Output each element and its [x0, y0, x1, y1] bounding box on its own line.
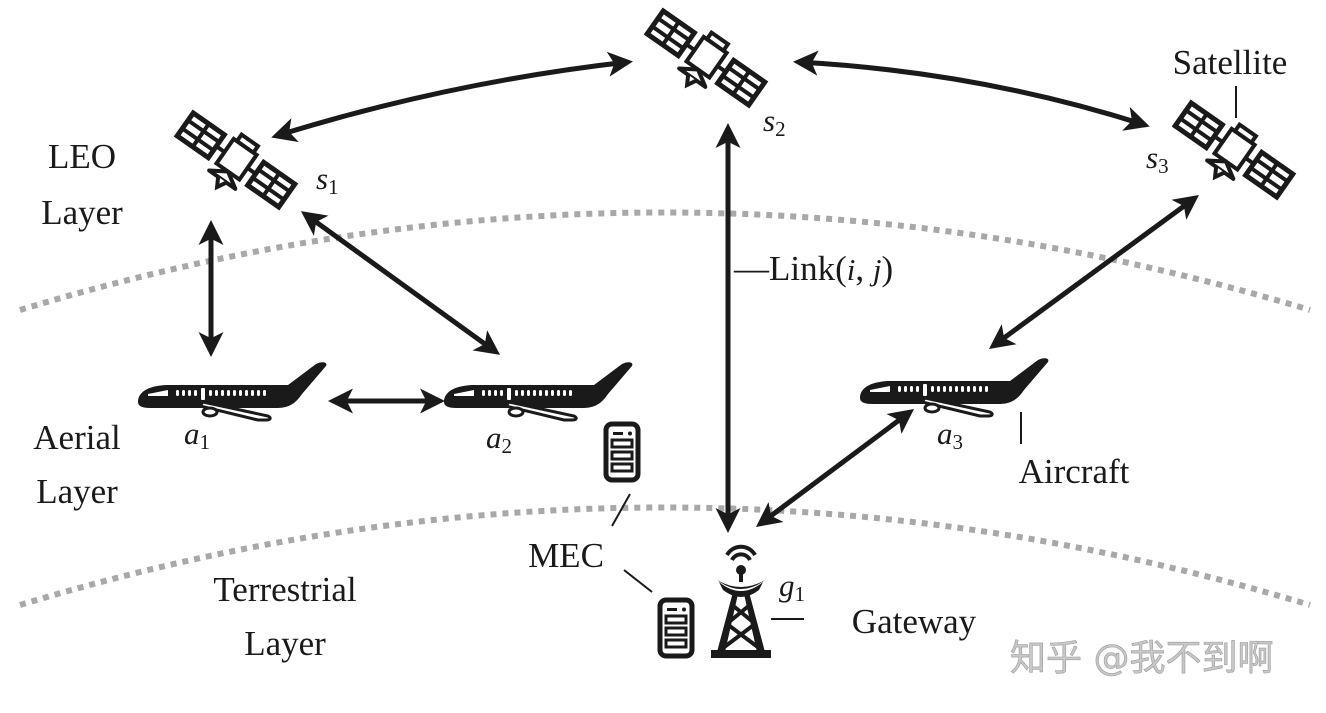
gateway-annotation: Gateway	[852, 602, 977, 641]
airplane-icon	[136, 360, 328, 422]
satellite-icon	[636, 3, 770, 121]
node-label-a3: a3	[937, 416, 963, 454]
watermark: 知乎 @我不到啊	[1010, 638, 1273, 679]
server-icon	[606, 424, 638, 480]
airplane-icon	[858, 356, 1050, 418]
terrestrial-layer-label-line1: Terrestrial	[213, 570, 357, 609]
aircraft-annotation: Aircraft	[1019, 452, 1130, 491]
aerial-layer-label-line2: Layer	[36, 472, 118, 511]
server-icon	[660, 600, 692, 656]
node-label-a2: a2	[486, 420, 512, 458]
links	[198, 50, 1200, 533]
satellite-icon	[166, 105, 300, 223]
antenna-tower-icon	[711, 544, 771, 658]
airplane-icon	[442, 360, 634, 422]
aerial-terrestrial-boundary	[19, 504, 1311, 608]
mec-pointer-top	[611, 493, 631, 527]
satellite-icon	[1164, 95, 1298, 213]
node-label-s3: s3	[1146, 140, 1169, 178]
mec-pointer-bottom	[623, 569, 653, 593]
link-a3-g1	[755, 409, 915, 527]
node-label-g1: g1	[779, 568, 805, 606]
node-label-s1: s1	[316, 161, 339, 199]
link-s1-a2	[300, 211, 501, 355]
leo-layer-label-line2: Layer	[41, 193, 123, 232]
link-s2-s3	[793, 50, 1150, 131]
link-annotation: —Link(i, j)	[733, 249, 893, 288]
satellite-annotation: Satellite	[1173, 43, 1288, 82]
link-s3-a3	[988, 195, 1200, 349]
aerial-layer-label-line1: Aerial	[33, 418, 121, 457]
link-s1-s2	[271, 51, 633, 143]
leo-layer-label-line1: LEO	[48, 137, 116, 176]
terrestrial-layer-label-line2: Layer	[244, 624, 326, 663]
mec-annotation: MEC	[528, 536, 604, 575]
node-label-a1: a1	[184, 416, 210, 454]
node-label-s2: s2	[763, 103, 786, 141]
